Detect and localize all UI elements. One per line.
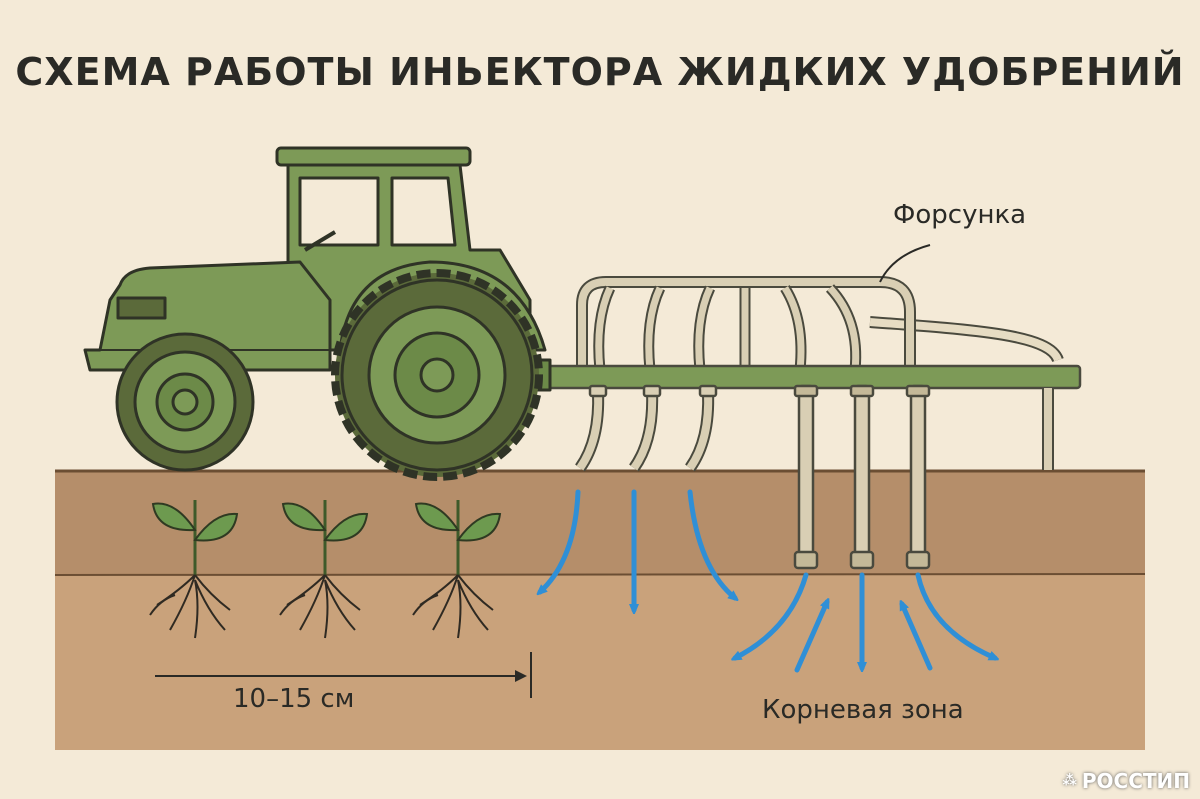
cab-window-rear [390, 176, 457, 247]
arrow-1 [540, 489, 581, 592]
front-wheel [115, 332, 255, 472]
injector-tubes [793, 384, 931, 570]
soil [54, 469, 1146, 750]
nozzle-label: Форсунка [893, 200, 1027, 230]
plant-1 [149, 500, 239, 639]
arrow-7 [899, 604, 933, 671]
arrow-4 [735, 572, 809, 658]
main-beam [533, 364, 1082, 390]
cab-window-front [298, 176, 380, 247]
watermark-text: РОССТИП [1081, 769, 1190, 793]
soil-lower-layer [55, 575, 1145, 750]
tractor-roof [275, 146, 472, 167]
steering-wheel [303, 230, 337, 252]
soil-top-layer [55, 470, 1145, 575]
tractor-hood [83, 260, 332, 372]
nozzle-leader-line [879, 244, 931, 283]
distance-label: 10–15 см [233, 684, 355, 714]
watermark: ⁂ РОССТИП [1063, 769, 1190, 793]
injector-frame [533, 276, 1082, 570]
diagram-title: СХЕМА РАБОТЫ ИНЬЕКТОРА ЖИДКИХ УДОБРЕНИЙ [15, 50, 1185, 94]
plant-3 [412, 500, 502, 639]
watermark-logo-icon: ⁂ [1062, 773, 1077, 789]
arrow-5 [794, 602, 830, 673]
tractor [83, 146, 552, 481]
rear-wheel [331, 269, 543, 481]
arrow-8 [915, 572, 995, 661]
hoses [593, 284, 862, 371]
fertilizer-arrows [540, 489, 995, 673]
distance-marker [155, 652, 532, 698]
curved-tines [575, 384, 718, 472]
plant-2 [279, 500, 369, 639]
plants [149, 500, 502, 639]
arrow-3 [687, 489, 735, 598]
soil-boundary-line [54, 573, 1146, 577]
root-zone-label: Корневая зона [762, 695, 964, 725]
